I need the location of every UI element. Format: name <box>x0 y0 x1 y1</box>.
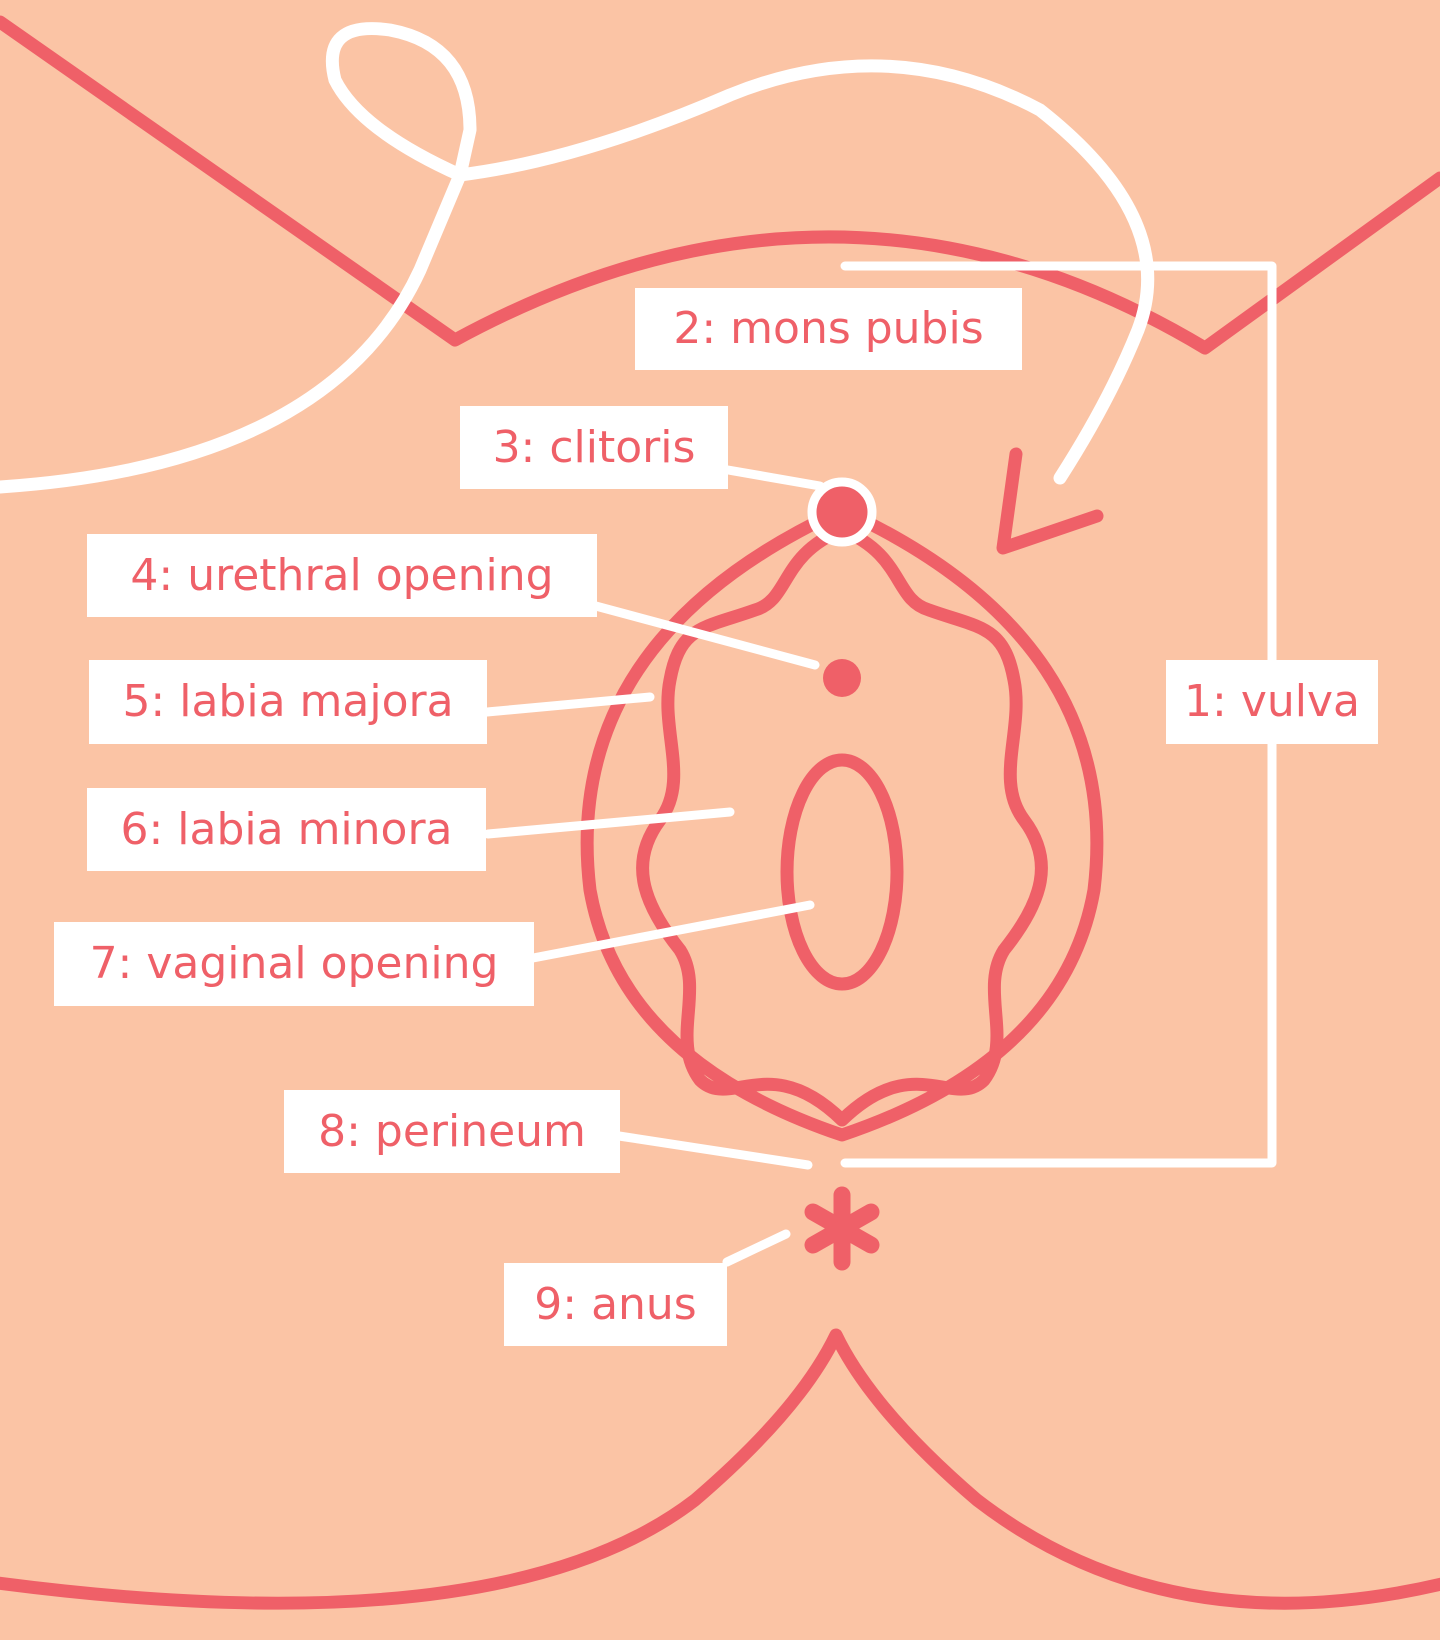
leader-labia-minora <box>488 812 730 834</box>
leader-urethral <box>592 605 815 665</box>
leader-clitoris <box>728 470 820 486</box>
label-anus: 9: anus <box>504 1263 727 1346</box>
label-clitoris: 3: clitoris <box>460 406 728 489</box>
urethral-opening-dot <box>823 659 861 697</box>
labia-minora-outline <box>643 530 1042 1120</box>
label-mons-pubis: 2: mons pubis <box>635 288 1022 370</box>
label-urethral-opening: 4: urethral opening <box>87 534 597 617</box>
leader-vaginal <box>533 905 810 958</box>
leader-anus <box>727 1234 786 1262</box>
label-perineum: 8: perineum <box>284 1090 620 1173</box>
buttocks-line <box>0 1335 1440 1603</box>
arrow-head <box>1003 454 1097 548</box>
anus-mark <box>813 1195 871 1262</box>
leader-perineum <box>619 1136 808 1165</box>
label-labia-majora: 5: labia majora <box>89 660 487 744</box>
label-vaginal-opening: 7: vaginal opening <box>54 922 534 1006</box>
label-labia-minora: 6: labia minora <box>87 788 486 871</box>
vaginal-opening-shape <box>787 760 897 984</box>
clitoris-dot <box>812 482 872 542</box>
label-vulva: 1: vulva <box>1166 660 1378 744</box>
